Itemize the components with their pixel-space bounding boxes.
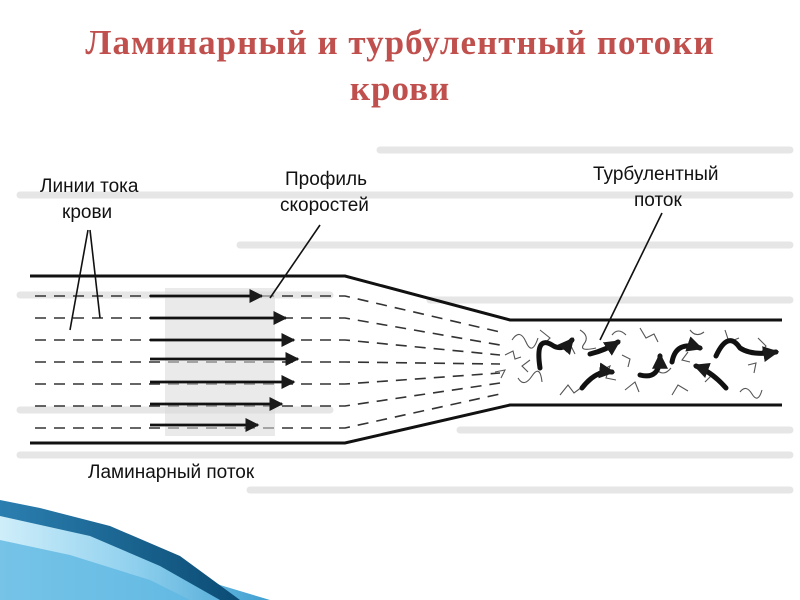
label-turbulent-line2: поток	[634, 190, 682, 211]
turbulent-arrow	[716, 341, 776, 356]
label-streamlines-line1: Линии тока	[40, 176, 139, 197]
velocity-profile-shade	[165, 288, 275, 436]
leader-profile	[270, 225, 320, 298]
corner-decoration	[0, 500, 270, 600]
leader-streamlines-b	[90, 230, 100, 318]
turbulent-arrow	[582, 372, 612, 388]
turbulent-arrow	[696, 366, 726, 388]
label-laminar-flow: Ламинарный поток	[88, 462, 255, 483]
label-profile-line2: скоростей	[280, 195, 369, 216]
label-streamlines-line2: крови	[62, 202, 112, 223]
turbulent-arrow	[539, 340, 572, 368]
leader-streamlines-a	[70, 230, 88, 330]
label-profile-line1: Профиль	[285, 169, 367, 190]
turbulent-arrow	[640, 356, 660, 376]
label-turbulent-line1: Турбулентный	[593, 164, 719, 185]
turbulent-arrows	[539, 340, 776, 388]
